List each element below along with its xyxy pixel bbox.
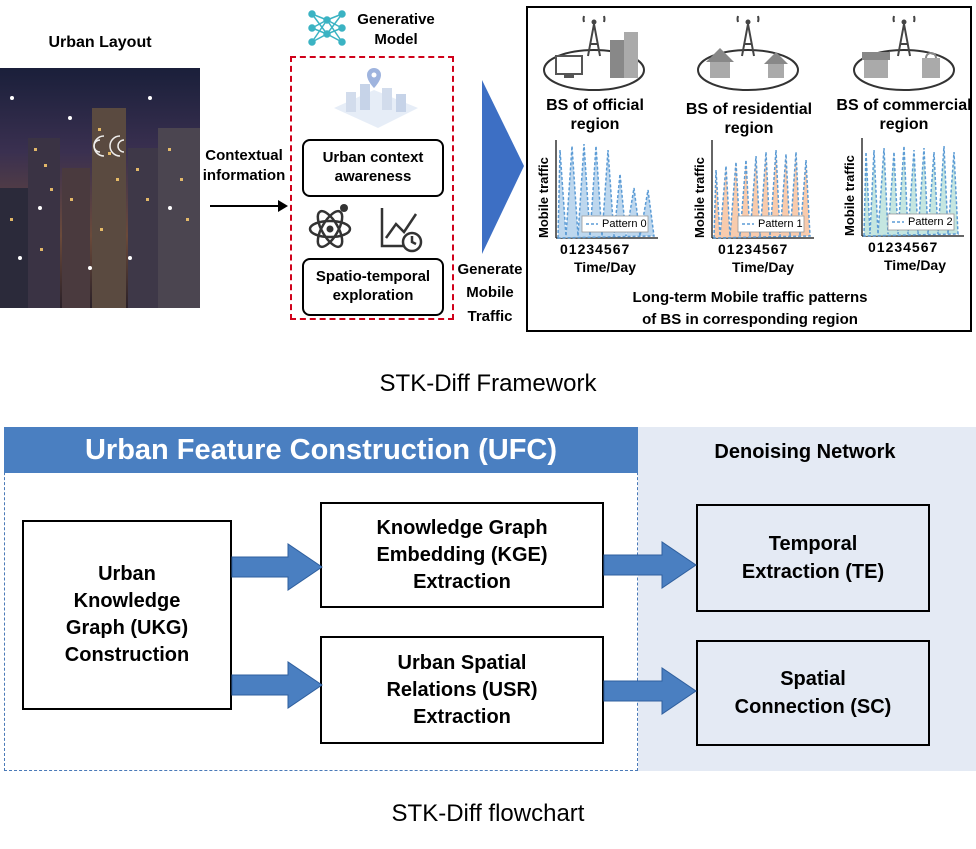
generate-mobile-traffic-label: Generate Mobile Traffic	[457, 261, 523, 325]
neural-network-icon	[308, 10, 346, 46]
ufc-header: Urban Feature Construction (UFC)	[4, 427, 638, 473]
commercial-xticks: 01234567	[868, 239, 939, 255]
official-ylabel: Mobile traffic	[536, 157, 551, 238]
ukg-construction-box: Urban Knowledge Graph (UKG) Construction	[22, 520, 232, 710]
usr-extraction-box: Urban Spatial Relations (USR) Extraction	[320, 636, 604, 744]
generative-model-label: Generative Model	[357, 11, 435, 49]
arrow-kge-to-te	[603, 541, 697, 589]
generate-arrow	[482, 80, 524, 254]
commercial-traffic-chart	[861, 138, 964, 237]
traffic-patterns-frame	[526, 6, 972, 332]
pattern-2-legend: Pattern 2	[908, 216, 953, 228]
residential-xticks: 01234567	[718, 241, 789, 257]
official-xlabel: Time/Day	[574, 259, 636, 275]
spatial-connection-box: Spatial Connection (SC)	[696, 640, 930, 746]
kge-extraction-box: Knowledge Graph Embedding (KGE) Extracti…	[320, 502, 604, 608]
pattern-1-legend: Pattern 1	[758, 218, 803, 230]
official-region-icon	[543, 15, 645, 91]
ufc-title: Urban Feature Construction (UFC)	[84, 433, 558, 466]
official-traffic-chart	[555, 140, 658, 239]
arrow-usr-to-sc	[603, 667, 697, 715]
pattern-0-legend: Pattern 0	[602, 218, 647, 230]
chart-clock-icon	[380, 208, 423, 253]
city-map-icon	[334, 68, 418, 128]
long-term-patterns-caption: Long-term Mobile traffic patterns of BS …	[632, 289, 868, 328]
commercial-ylabel: Mobile traffic	[842, 155, 857, 236]
pattern-2-series	[863, 145, 959, 237]
framework-caption: STK-Diff Framework	[379, 370, 597, 397]
contextual-information-label: Contextual information	[202, 147, 286, 184]
residential-ylabel: Mobile traffic	[692, 157, 707, 238]
generative-model-frame	[290, 56, 454, 320]
urban-layout-label: Urban Layout	[48, 34, 152, 51]
atom-icon	[308, 204, 352, 249]
residential-region-icon	[697, 15, 799, 91]
flowchart-caption: STK-Diff flowchart	[391, 800, 585, 827]
temporal-extraction-box: Temporal Extraction (TE)	[696, 504, 930, 612]
denoising-network-title: Denoising Network	[714, 441, 896, 463]
commercial-region-icon	[853, 15, 955, 91]
arrow-ukg-to-usr	[231, 661, 323, 709]
residential-xlabel: Time/Day	[732, 259, 794, 275]
arrow-ukg-to-kge	[231, 543, 323, 591]
contextual-arrow	[210, 200, 288, 212]
official-xticks: 01234567	[560, 241, 631, 257]
urban-layout-image	[0, 68, 200, 308]
commercial-xlabel: Time/Day	[884, 257, 946, 273]
residential-traffic-chart	[711, 140, 814, 239]
city-skyline-illustration	[0, 96, 200, 308]
